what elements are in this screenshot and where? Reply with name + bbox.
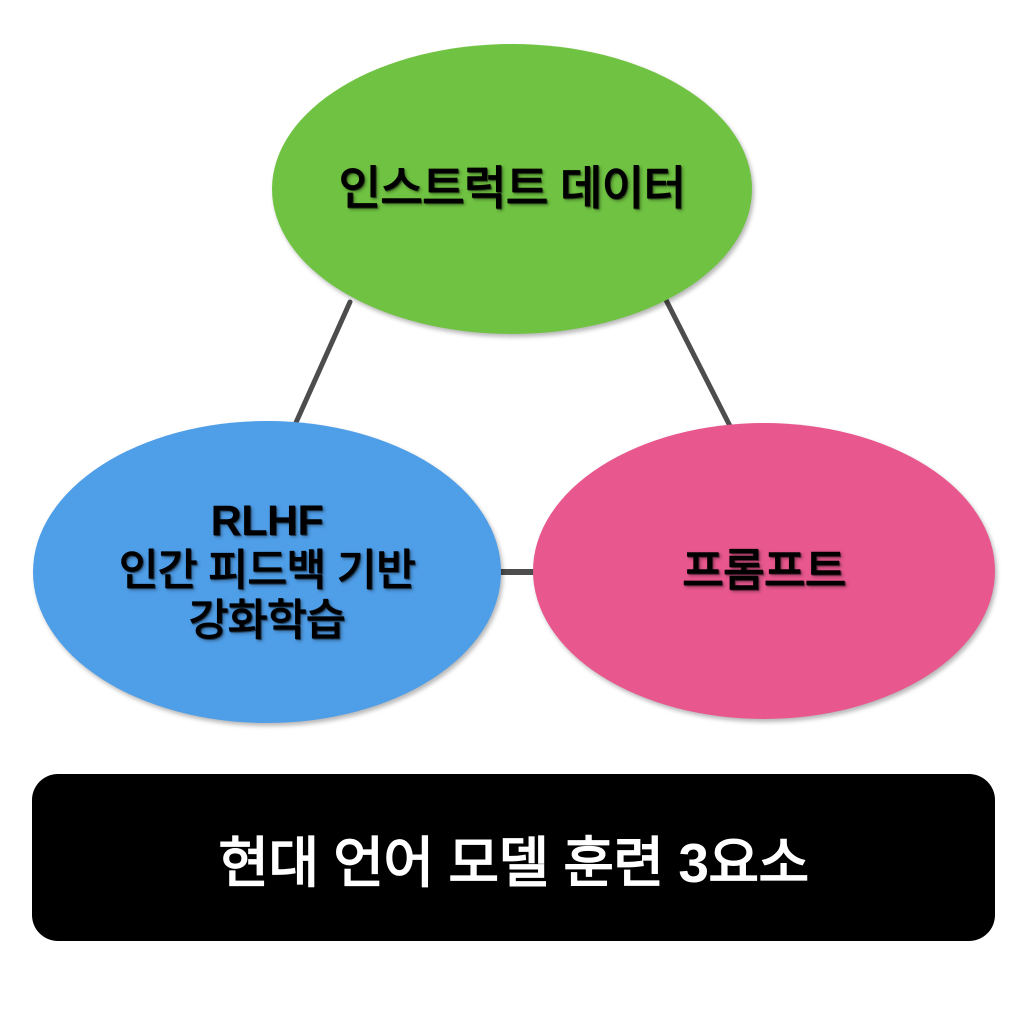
connector-instruct-to-prompt <box>663 297 734 431</box>
node-instruct-data[interactable]: 인스트럭트 데이터 <box>272 44 752 334</box>
node-rlhf-label: RLHF 인간 피드백 기반 강화학습 <box>118 497 416 645</box>
node-prompt[interactable]: 프롬프트 <box>533 423 995 719</box>
node-prompt-label: 프롬프트 <box>682 544 846 596</box>
node-instruct-data-label: 인스트럭트 데이터 <box>338 162 686 215</box>
connector-instruct-to-rlhf <box>291 299 353 430</box>
node-rlhf[interactable]: RLHF 인간 피드백 기반 강화학습 <box>33 421 501 723</box>
title-banner-text: 현대 언어 모델 훈련 3요소 <box>218 831 809 894</box>
title-banner: 현대 언어 모델 훈련 3요소 <box>32 774 995 941</box>
